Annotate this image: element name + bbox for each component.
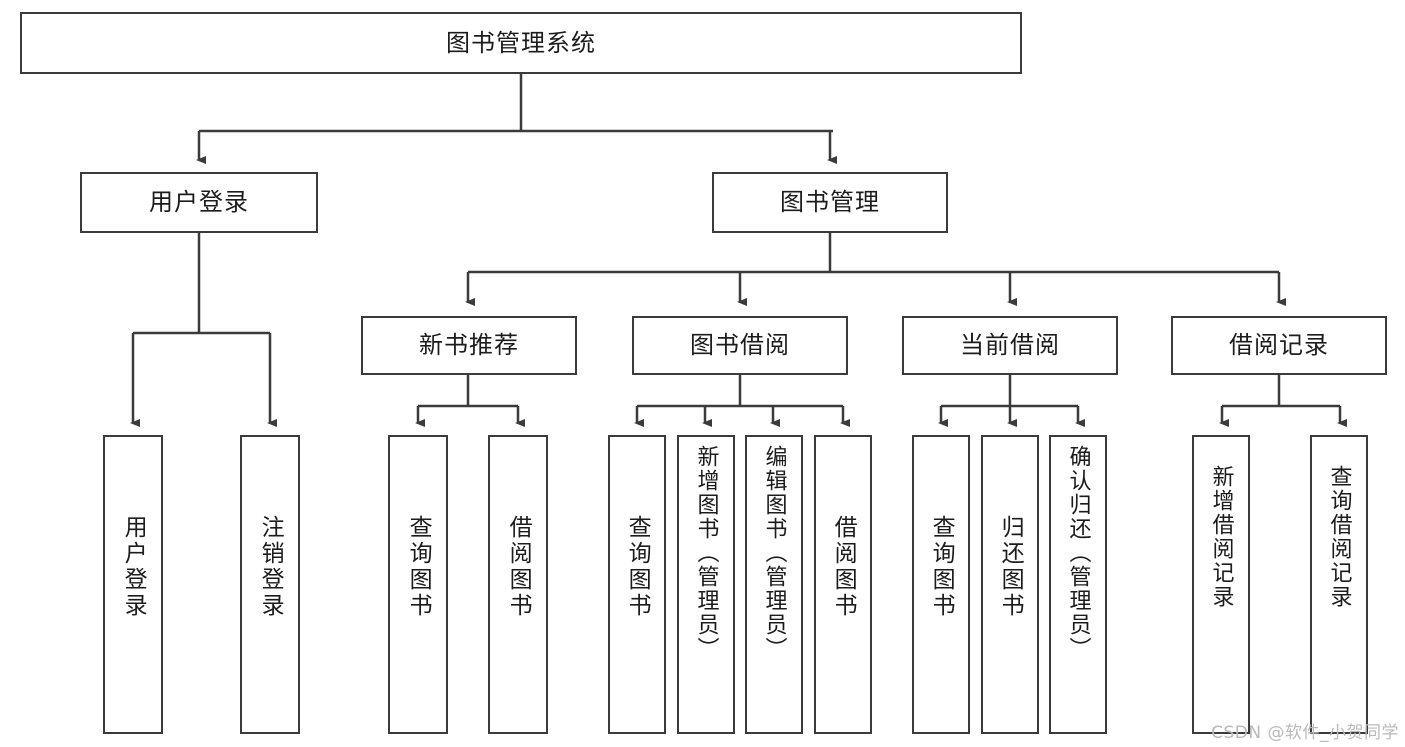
watermark: CSDN @软件_小贺同学: [1211, 723, 1399, 743]
leaf-current-confirm-return[interactable]: 确认归还（管理员）: [1049, 435, 1107, 734]
leaf-record-query[interactable]: 查询借阅记录: [1310, 435, 1368, 734]
leaf-borrow-add-book-label: 新增图书（管理员）: [693, 445, 719, 661]
leaf-recommend-query-book[interactable]: 查询图书: [388, 435, 448, 734]
leaf-current-return-book[interactable]: 归还图书: [981, 435, 1039, 734]
node-book-borrow[interactable]: 图书借阅: [632, 316, 848, 375]
leaf-current-return-book-label: 归还图书: [997, 515, 1024, 619]
leaf-record-add-label: 新增借阅记录: [1208, 465, 1234, 609]
leaf-borrow-query-book[interactable]: 查询图书: [608, 435, 666, 734]
leaf-borrow-edit-book[interactable]: 编辑图书（管理员）: [745, 435, 803, 734]
node-current-borrow-label: 当前借阅: [960, 331, 1060, 360]
leaf-borrow-borrow-book[interactable]: 借阅图书: [814, 435, 872, 734]
leaf-current-query-book-label: 查询图书: [928, 515, 955, 619]
node-borrow-record[interactable]: 借阅记录: [1171, 316, 1387, 375]
node-book-borrow-label: 图书借阅: [690, 331, 790, 360]
leaf-recommend-borrow-book[interactable]: 借阅图书: [488, 435, 548, 734]
leaf-recommend-query-book-label: 查询图书: [405, 515, 432, 619]
leaf-user-login[interactable]: 用户登录: [103, 435, 163, 734]
node-new-book-recommend-label: 新书推荐: [419, 331, 519, 360]
leaf-user-logout-label: 注销登录: [257, 515, 284, 619]
node-new-book-recommend[interactable]: 新书推荐: [361, 316, 577, 375]
node-user-login[interactable]: 用户登录: [80, 172, 318, 233]
leaf-current-confirm-return-label: 确认归还（管理员）: [1065, 445, 1091, 661]
leaf-record-query-label: 查询借阅记录: [1326, 465, 1352, 609]
leaf-user-logout[interactable]: 注销登录: [240, 435, 300, 734]
node-root-label: 图书管理系统: [446, 28, 596, 57]
node-root[interactable]: 图书管理系统: [20, 12, 1022, 74]
leaf-borrow-borrow-book-label: 借阅图书: [830, 515, 857, 619]
node-book-management-label: 图书管理: [780, 188, 880, 217]
node-borrow-record-label: 借阅记录: [1229, 331, 1329, 360]
leaf-recommend-borrow-book-label: 借阅图书: [505, 515, 532, 619]
leaf-borrow-query-book-label: 查询图书: [624, 515, 651, 619]
leaf-current-query-book[interactable]: 查询图书: [912, 435, 970, 734]
leaf-user-login-label: 用户登录: [120, 515, 147, 619]
leaf-borrow-edit-book-label: 编辑图书（管理员）: [761, 445, 787, 661]
node-book-management[interactable]: 图书管理: [712, 172, 948, 233]
node-user-login-label: 用户登录: [149, 188, 249, 217]
leaf-borrow-add-book[interactable]: 新增图书（管理员）: [677, 435, 735, 734]
leaf-record-add[interactable]: 新增借阅记录: [1192, 435, 1250, 734]
node-current-borrow[interactable]: 当前借阅: [902, 316, 1118, 375]
